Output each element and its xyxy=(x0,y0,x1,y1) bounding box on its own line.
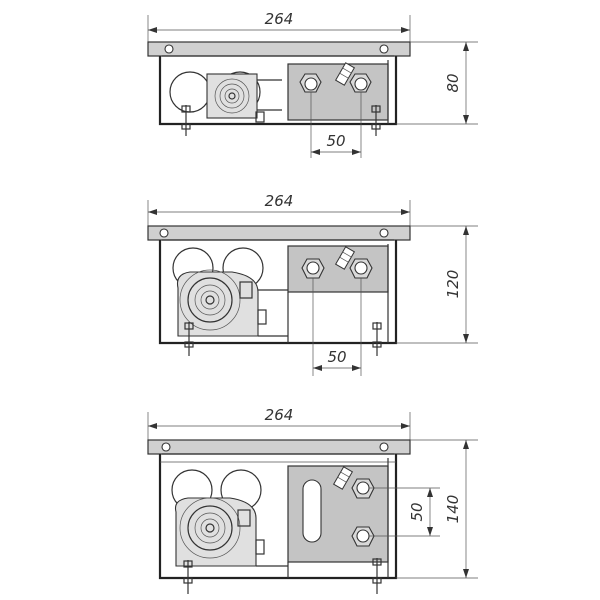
trough xyxy=(158,56,398,126)
pitch-dimension: 50 xyxy=(369,487,440,537)
leveling-foot xyxy=(184,322,194,356)
grate-screw xyxy=(379,228,389,238)
height-dimension: 120 xyxy=(396,225,478,344)
top-grate xyxy=(147,41,411,57)
grate-screw xyxy=(379,44,389,54)
pitch-dimension: 50 xyxy=(312,278,362,376)
top-grate xyxy=(147,439,411,455)
inlet-connection xyxy=(351,478,375,499)
panel-slot xyxy=(302,479,322,543)
view-80: 264 xyxy=(147,10,478,158)
width-dimension: 264 xyxy=(147,406,411,440)
width-dimension: 264 xyxy=(147,10,411,42)
fan-motor xyxy=(174,497,257,567)
leveling-foot xyxy=(181,105,191,136)
inlet-connection xyxy=(299,73,322,93)
air-vent-valve xyxy=(334,62,356,86)
trough xyxy=(158,240,398,345)
pitch-label: 50 xyxy=(327,348,346,366)
grate-screw xyxy=(159,228,169,238)
grate-screw xyxy=(161,442,171,452)
view-140: 264 xyxy=(147,406,478,594)
width-label: 264 xyxy=(265,192,294,210)
width-label: 264 xyxy=(265,10,294,28)
leveling-foot xyxy=(183,560,193,594)
outlet-connection xyxy=(349,73,372,93)
height-label: 80 xyxy=(444,73,462,92)
height-label: 120 xyxy=(444,270,462,299)
view-120: 264 xyxy=(147,192,478,376)
leveling-foot xyxy=(372,558,382,594)
air-vent-valve xyxy=(332,466,354,490)
fan-motor xyxy=(206,73,258,119)
air-vent-valve xyxy=(334,246,356,270)
trough xyxy=(158,454,398,580)
leveling-foot xyxy=(372,322,382,356)
pitch-dimension: 50 xyxy=(310,92,362,158)
width-dimension: 264 xyxy=(147,192,411,226)
leveling-foot xyxy=(371,105,381,136)
outlet-connection xyxy=(351,526,375,547)
grate-screw xyxy=(379,442,389,452)
width-label: 264 xyxy=(265,406,294,424)
pitch-label: 50 xyxy=(326,132,345,150)
inlet-connection xyxy=(301,258,325,279)
grate-screw xyxy=(164,44,174,54)
outlet-connection xyxy=(349,258,373,279)
pitch-label: 50 xyxy=(408,502,426,521)
height-label: 140 xyxy=(444,495,462,524)
height-dimension: 140 xyxy=(396,439,478,579)
top-grate xyxy=(147,225,411,241)
height-dimension: 80 xyxy=(396,41,478,125)
